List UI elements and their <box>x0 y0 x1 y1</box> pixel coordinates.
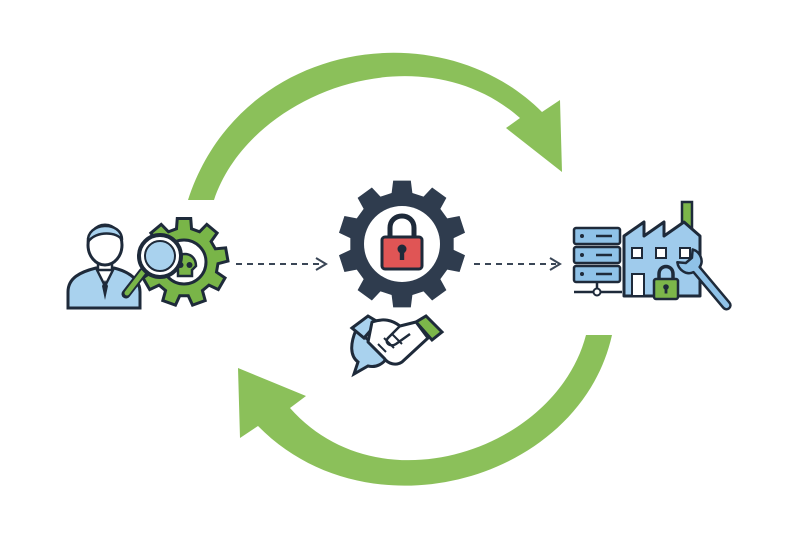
wrench-icon <box>676 248 732 311</box>
person-icon <box>66 223 142 310</box>
infrastructure-node <box>572 200 732 311</box>
flow-arrow-1 <box>236 257 328 271</box>
secure-process-node <box>338 180 466 378</box>
cycle-arrow-top <box>188 52 562 200</box>
factory-icon <box>622 200 702 298</box>
analyst-node <box>66 217 230 310</box>
server-rack-icon <box>572 226 622 297</box>
padlock-icon <box>652 264 680 301</box>
padlock-icon <box>380 213 424 271</box>
cycle-arrows <box>188 52 612 486</box>
magnifier-icon <box>121 233 183 299</box>
handshake-icon <box>349 314 445 378</box>
cycle-arrow-bottom <box>238 335 612 486</box>
flow-arrow-2 <box>474 257 562 271</box>
flow-lines <box>236 257 562 271</box>
